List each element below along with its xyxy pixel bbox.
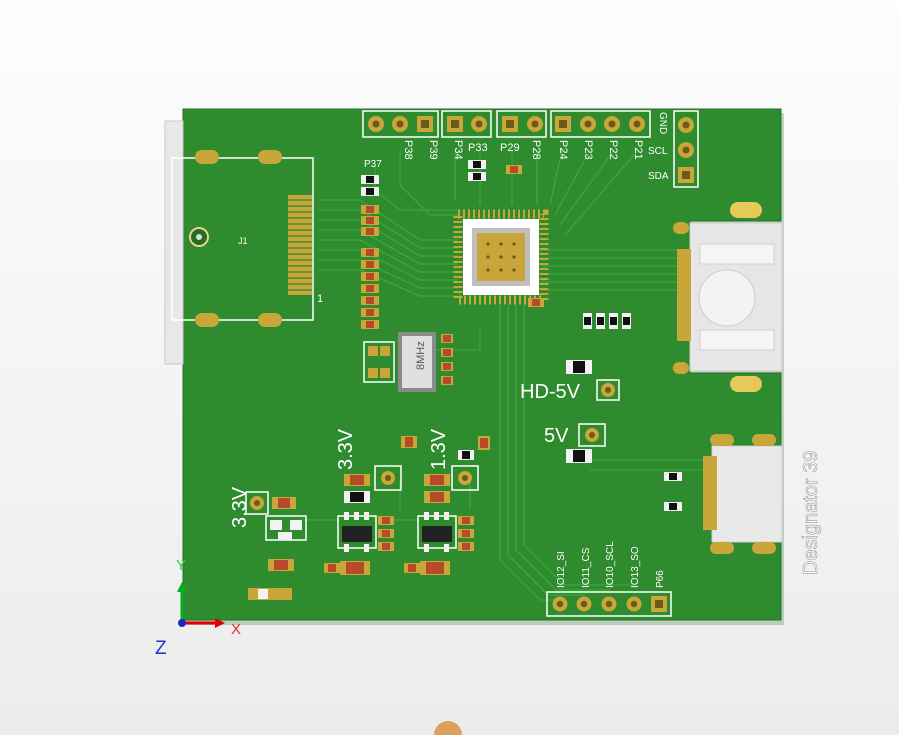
pcb-board <box>182 108 782 621</box>
regulator-3v3-left <box>245 491 307 600</box>
crystal-label: 8MHz <box>415 341 427 370</box>
mcu-passives <box>441 160 631 385</box>
view-marker <box>434 721 462 735</box>
hd5v-label: HD-5V <box>520 381 581 403</box>
top-header-2 <box>441 110 492 138</box>
bottom-header <box>546 591 672 617</box>
pin-label-io10: IO10_SCL <box>605 541 616 588</box>
pin-label-p29: P29 <box>500 142 520 154</box>
usb-c-connector <box>673 202 783 392</box>
top-header-3 <box>496 110 547 138</box>
hdmi-ref-label: J1 <box>238 236 248 246</box>
3v3-label-left: 3.3V <box>229 486 251 528</box>
axis-z-label: Z <box>155 638 167 659</box>
regulator-1v3 <box>404 436 490 575</box>
pin-label-io12: IO12_SI <box>556 551 567 588</box>
pin-label-p21: P21 <box>632 140 644 160</box>
i2c-label-scl: SCL <box>648 146 668 157</box>
axis-y-label: Y <box>176 557 186 574</box>
3v3-label-mid: 3.3V <box>335 428 357 470</box>
pin-label-p24: P24 <box>557 140 569 160</box>
1v3-label: 1.3V <box>428 428 450 470</box>
pin-label-p33: P33 <box>468 142 488 154</box>
hdmi-pin1-label: 1 <box>317 293 323 305</box>
i2c-label-sda: SDA <box>648 171 669 182</box>
pin-label-p34: P34 <box>452 140 464 160</box>
5v-label: 5V <box>544 425 569 447</box>
pin-label-io11: IO11_CS <box>581 547 592 588</box>
top-header-4 <box>550 110 651 138</box>
mcu-chip <box>453 209 549 305</box>
p37-ref-label: P37 <box>364 159 382 170</box>
axis-x-label: X <box>231 621 241 638</box>
pin-label-io13: IO13_SO <box>630 546 641 588</box>
pin-label-p39: P39 <box>427 140 439 160</box>
regulator-3v3-mid <box>324 436 417 575</box>
diode-hd5v <box>566 360 620 401</box>
pin-label-p38: P38 <box>402 140 414 160</box>
crystal-8mhz <box>363 332 436 392</box>
pin-label-p28: P28 <box>530 140 542 160</box>
i2c-header <box>673 110 699 188</box>
hdmi-connector <box>164 120 314 365</box>
i2c-label-gnd: GND <box>657 112 668 134</box>
micro-usb-connector <box>664 434 783 554</box>
pin-label-p66: P66 <box>655 570 666 588</box>
resistor-column <box>361 175 379 329</box>
pin-label-p23: P23 <box>582 140 594 160</box>
diode-5v <box>566 423 606 463</box>
top-header-1 <box>362 110 439 138</box>
designator-label: Designator 39 <box>800 450 822 575</box>
axis-gizmo <box>177 582 225 628</box>
pin-label-p22: P22 <box>607 140 619 160</box>
